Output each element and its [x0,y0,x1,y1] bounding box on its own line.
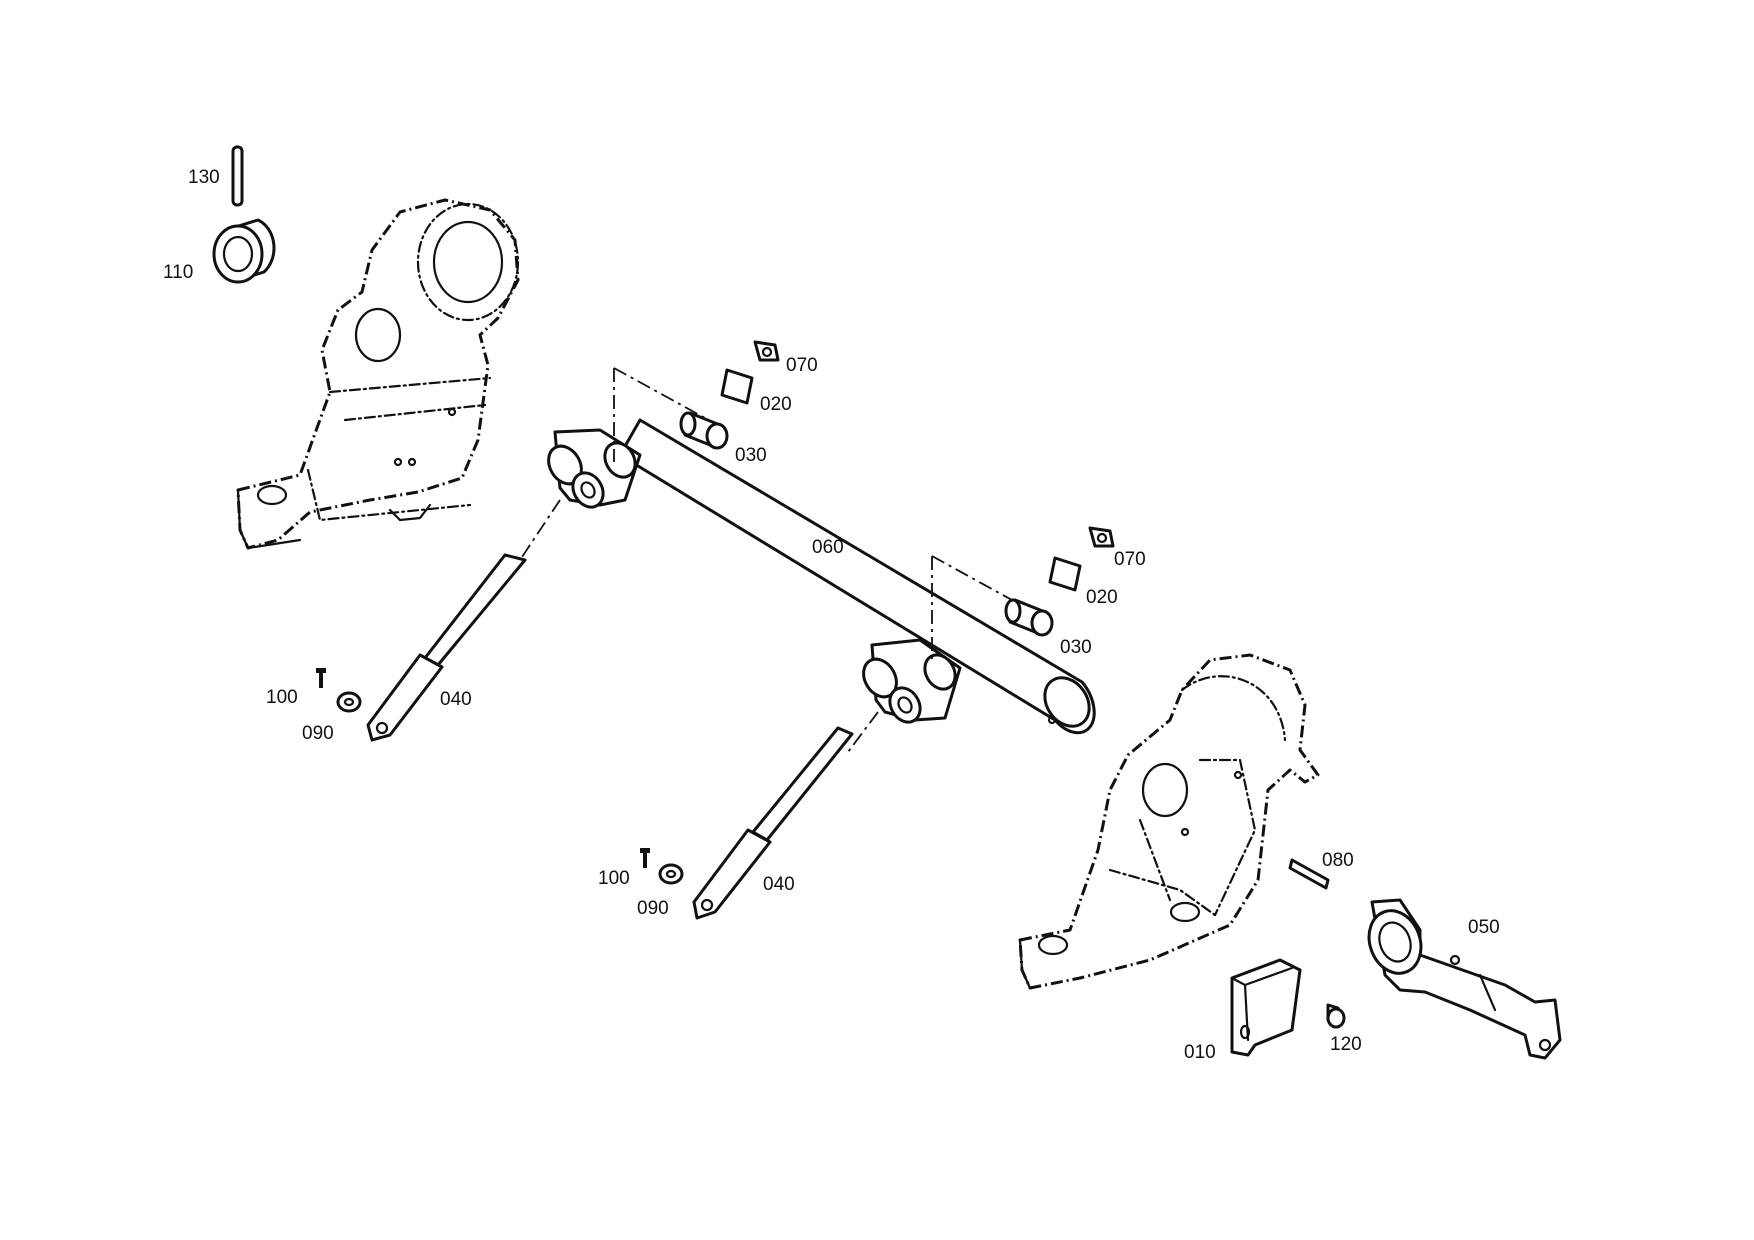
label-120: 120 [1330,1034,1362,1055]
pin-080 [1288,858,1330,890]
pin-030-lower [1004,598,1054,637]
rod-040-lower [692,726,854,920]
label-060: 060 [812,537,844,558]
washer-090-lower [658,863,684,885]
cross-shaft-060 [547,418,1096,735]
arm-050 [1367,898,1562,1060]
right-bracket [1018,653,1320,990]
label-020: 020 [760,394,792,415]
label-070: 070 [786,355,818,376]
label-130: 130 [188,167,220,188]
label-100: 100 [598,868,630,889]
label-080: 080 [1322,850,1354,871]
ring-110 [212,218,276,284]
label-050: 050 [1468,917,1500,938]
nut-070-upper [753,340,780,362]
label-090: 090 [637,898,669,919]
pin-130 [231,145,244,207]
label-070: 070 [1114,549,1146,570]
label-090: 090 [302,723,334,744]
label-040: 040 [763,874,795,895]
left-bracket [236,198,520,550]
label-100: 100 [266,687,298,708]
label-030: 030 [1060,637,1092,658]
label-010: 010 [1184,1042,1216,1063]
washer-090-upper [336,691,362,713]
nut-070-lower [1088,526,1115,548]
pin-030-upper [679,411,729,450]
label-030: 030 [735,445,767,466]
part-number-labels: 130 110 070 020 030 060 070 020 030 100 … [163,167,1500,1063]
block-020-lower [1048,556,1082,592]
bracket-010 [1230,958,1302,1057]
label-110: 110 [163,262,193,283]
screw-100-lower [640,848,650,868]
bolt-120 [1326,1003,1346,1029]
label-040: 040 [440,689,472,710]
rod-040-upper [366,553,527,742]
label-020: 020 [1086,587,1118,608]
block-020-upper [720,368,754,405]
screw-100-upper [316,668,326,688]
